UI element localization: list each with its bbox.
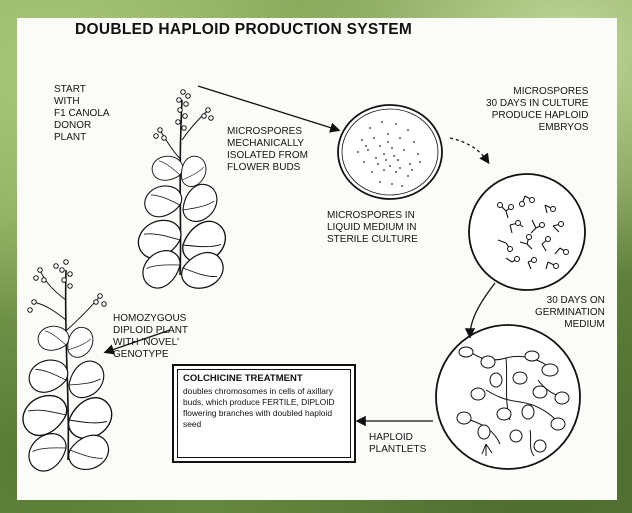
arrow-microspores-to-embryos: [450, 138, 488, 162]
embryo-culture-circle: [469, 174, 585, 290]
plantlet-culture-circle: [436, 325, 580, 469]
microspore-culture-circle: [338, 105, 442, 199]
diploid-plant-illustration: [22, 260, 112, 474]
donor-plant-illustration: [137, 90, 227, 292]
arrow-donor-to-microspores: [198, 86, 338, 130]
arrow-treatment-to-diploid: [106, 330, 170, 352]
